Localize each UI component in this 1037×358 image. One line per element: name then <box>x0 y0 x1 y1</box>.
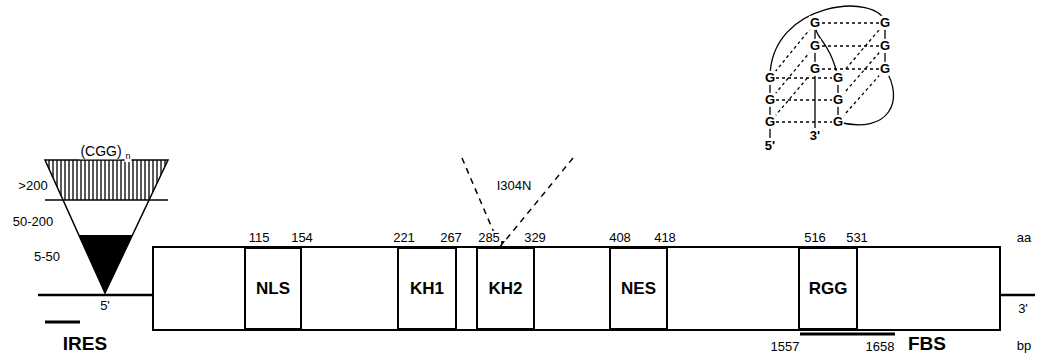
position-number: 516 <box>803 231 827 245</box>
position-number: 221 <box>392 231 416 245</box>
guanine: G <box>764 93 776 107</box>
region-label: IRES <box>62 334 108 355</box>
end-label: 3' <box>1017 302 1029 316</box>
domain-label: NES <box>621 279 656 299</box>
position-number: 418 <box>653 231 677 245</box>
guanine: G <box>832 71 844 85</box>
domain-label: KH2 <box>488 279 522 299</box>
guanine: G <box>809 16 821 30</box>
subscript: n <box>124 152 131 162</box>
kh2-domain: KH2 <box>476 247 535 330</box>
guanine: G <box>764 71 776 85</box>
nes-domain: NES <box>609 247 668 330</box>
unit-label: aa <box>1016 231 1032 245</box>
position-number: 1557 <box>770 340 801 354</box>
guanine: G <box>832 115 844 129</box>
position-number: 285 <box>477 231 501 245</box>
repeat-label: (CGG) <box>79 144 122 159</box>
domain-label: KH1 <box>410 279 444 299</box>
domain-label: NLS <box>256 279 290 299</box>
guanine: G <box>832 93 844 107</box>
repeat-range: >200 <box>17 179 48 193</box>
position-number: 267 <box>439 231 463 245</box>
guanine: G <box>764 115 776 129</box>
unit-label: bp <box>1016 339 1032 353</box>
guanine: G <box>879 62 891 76</box>
position-number: 154 <box>290 231 314 245</box>
end-label: 5' <box>99 299 111 313</box>
repeat-range: 50-200 <box>12 215 54 229</box>
end-label: 5' <box>764 139 776 153</box>
nls-domain: NLS <box>244 247 302 330</box>
region-label: FBS <box>907 334 947 355</box>
kh1-domain: KH1 <box>397 247 457 330</box>
guanine: G <box>809 39 821 53</box>
guanine: G <box>879 39 891 53</box>
guanine: G <box>809 62 821 76</box>
mutation-label: I304N <box>496 179 533 193</box>
domain-label: RGG <box>809 279 848 299</box>
position-number: 531 <box>845 231 869 245</box>
rgg-domain: RGG <box>798 247 858 330</box>
position-number: 115 <box>248 231 271 245</box>
position-number: 329 <box>523 231 547 245</box>
guanine: G <box>879 16 891 30</box>
repeat-range: 5-50 <box>33 250 61 264</box>
end-label: 3' <box>809 129 821 143</box>
position-number: 408 <box>608 231 632 245</box>
position-number: 1658 <box>865 340 896 354</box>
